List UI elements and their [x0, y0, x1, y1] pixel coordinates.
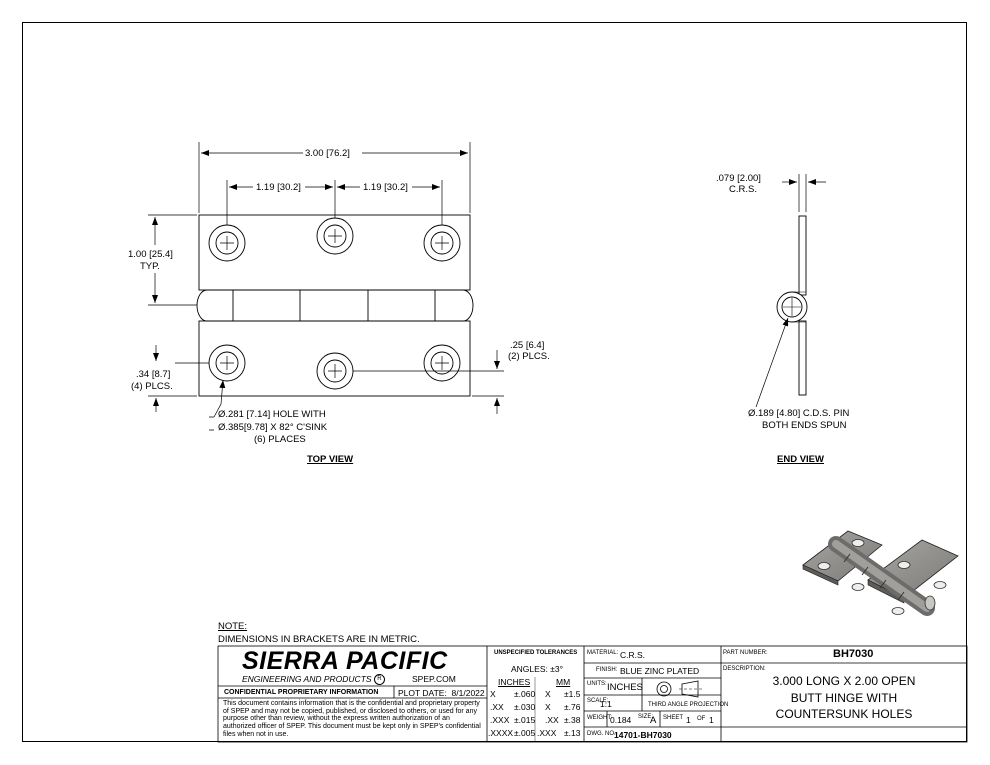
hinge-knuckle — [196, 289, 474, 322]
top-view-dimensions — [148, 142, 504, 431]
hinge-leaf-bottom — [198, 320, 471, 397]
hole-note-line2: Ø.385[9.78] X 82° C'SINK — [218, 422, 328, 433]
hinge-leaf-top — [198, 214, 471, 291]
pin-note-line2: BOTH ENDS SPUN — [762, 420, 847, 431]
dim-overall: 3.00 [76.2] — [305, 148, 350, 159]
tol-mm-fmt: .XX — [545, 715, 559, 725]
scale-value: 1:1 — [600, 699, 612, 709]
weight-label: WEIGHT: — [587, 715, 612, 721]
dwg-label: DWG. NO. — [587, 731, 616, 737]
company-sub: ENGINEERING AND PRODUCTS R — [242, 674, 385, 686]
dim-spacing-right: 1.19 [30.2] — [363, 182, 408, 193]
dim-leaf-width: 1.00 [25.4] — [128, 249, 173, 260]
projection-label: THIRD ANGLE PROJECTION — [648, 702, 729, 708]
part-number: BH7030 — [833, 648, 874, 660]
confidential-text: This document contains information that … — [223, 700, 481, 738]
tol-in-val: ±.030 — [514, 702, 536, 712]
hole-note-line3: (6) PLACES — [254, 434, 306, 445]
projection-symbol-icon — [656, 680, 704, 698]
dim-offset-note: (2) PLCS. — [508, 351, 550, 362]
tol-mm-val: ±.38 — [564, 715, 581, 725]
sheet-label: SHEET — [663, 715, 684, 721]
end-view-dimensions — [755, 174, 826, 408]
company-name: SIERRA PACIFIC — [242, 647, 448, 675]
end-view — [776, 215, 808, 396]
of-label: OF — [697, 716, 706, 722]
title-block-grid — [217, 645, 968, 743]
tol-mm-fmt: X — [545, 689, 551, 699]
tol-in-fmt: .XXXX — [488, 728, 514, 738]
dim-edge: .34 [8.7] — [136, 369, 171, 380]
tolerances-header: UNSPECIFIED TOLERANCES — [494, 650, 578, 656]
tol-in-val: ±.015 — [514, 715, 536, 725]
weight-value: 0.184 — [610, 715, 632, 725]
mm-header: MM — [556, 677, 571, 687]
sheet-border — [22, 22, 967, 742]
description-line2: BUTT HINGE WITH — [790, 691, 898, 705]
units-label: UNITS: — [587, 681, 607, 687]
size-label-wrap: SIZE: — [609, 714, 653, 720]
units-value: INCHES — [607, 682, 643, 693]
angles-tolerance: ANGLES: ±3° — [511, 664, 564, 674]
scale-label: SCALE: — [587, 698, 609, 704]
size-label: SIZE: — [638, 714, 654, 720]
tol-mm-val: ±.76 — [564, 702, 581, 712]
size-value: A — [650, 715, 657, 726]
sheet-total: 1 — [709, 715, 714, 725]
dim-spacing-left: 1.19 [30.2] — [256, 182, 301, 193]
registered-mark: R — [373, 674, 385, 686]
sheet-value: 1 — [686, 715, 691, 725]
tol-in-fmt: .XXX — [490, 715, 510, 725]
dim-thickness-note: C.R.S. — [729, 184, 757, 195]
company-website: SPEP.COM — [412, 674, 456, 684]
tol-in-val: ±.005 — [514, 728, 536, 738]
inches-header: INCHES — [498, 677, 531, 687]
material-label: MATERIAL: — [587, 650, 619, 656]
tol-in-fmt: X — [490, 689, 496, 699]
top-view — [196, 214, 474, 397]
note-label: NOTE: — [218, 621, 248, 632]
pin-note-line1: Ø.189 [4.80] C.D.S. PIN — [748, 408, 850, 419]
dim-thickness: .079 [2.00] — [716, 173, 761, 184]
confidential-header: CONFIDENTIAL PROPRIETARY INFORMATION — [224, 689, 379, 696]
knuckle-lines — [233, 289, 435, 322]
isometric-hinge — [802, 530, 959, 616]
dwg-number: 14701-BH7030 — [614, 730, 672, 740]
tol-in-fmt: .XX — [490, 702, 504, 712]
tol-mm-val: ±1.5 — [564, 689, 581, 699]
countersink-holes — [208, 217, 461, 390]
tol-mm-val: ±.13 — [564, 728, 581, 738]
tol-mm-fmt: X — [545, 702, 551, 712]
dim-leaf-width-note: TYP. — [140, 261, 160, 272]
plot-date: PLOT DATE: 8/1/2022 — [398, 688, 485, 698]
description-label: DESCRIPTION: — [723, 666, 766, 672]
end-view-title: END VIEW — [777, 454, 824, 465]
finish-label: FINISH: — [596, 667, 618, 673]
description-line1: 3.000 LONG X 2.00 OPEN — [772, 674, 916, 688]
knuckle-splits — [232, 290, 436, 321]
finish-value: BLUE ZINC PLATED — [620, 666, 700, 676]
tol-mm-fmt: .XXX — [537, 728, 557, 738]
dim-offset: .25 [6.4] — [510, 340, 545, 351]
part-number-label: PART NUMBER: — [723, 650, 768, 656]
material-value: C.R.S. — [620, 650, 646, 660]
top-view-title: TOP VIEW — [307, 454, 354, 465]
hole-note-line1: Ø.281 [7.14] HOLE WITH — [218, 409, 326, 420]
note-text: DIMENSIONS IN BRACKETS ARE IN METRIC. — [218, 634, 420, 645]
description-line3: COUNTERSUNK HOLES — [775, 707, 913, 721]
dim-edge-note: (4) PLCS. — [131, 381, 173, 392]
tol-in-val: ±.060 — [514, 689, 536, 699]
